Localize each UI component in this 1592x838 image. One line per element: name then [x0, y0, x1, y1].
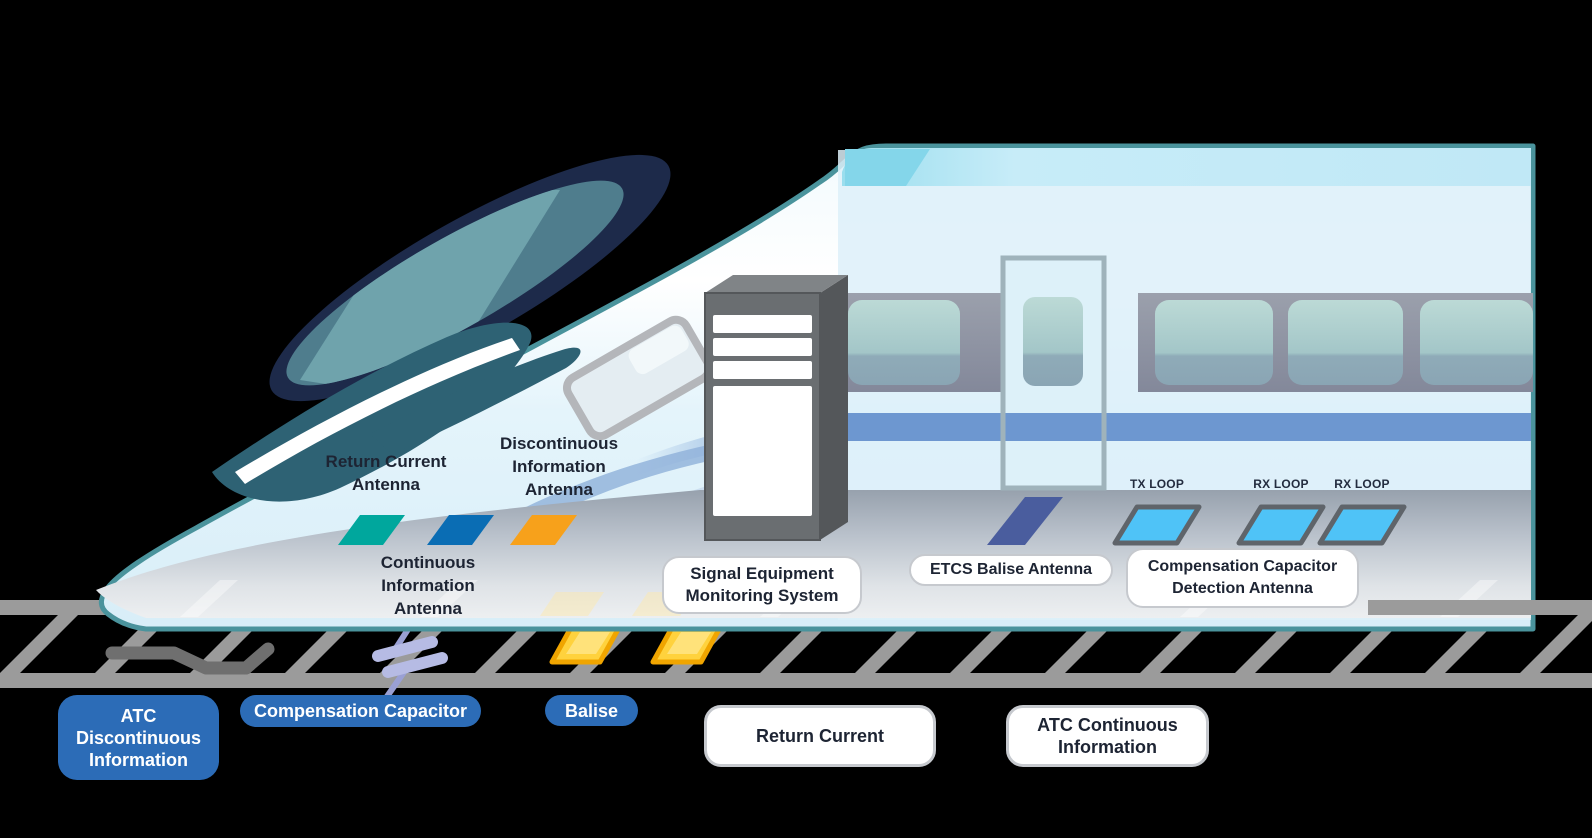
- rail-bottom: [0, 673, 1592, 688]
- compensation-capacitor-legend: Compensation Capacitor: [240, 695, 481, 727]
- roof-band: [842, 148, 1531, 186]
- atc-continuous-information-legend: ATC Continuous Information: [1006, 705, 1209, 767]
- signal-equipment-cabinet: [704, 275, 848, 541]
- return-current-antenna-icon: [338, 515, 405, 545]
- rx-loop-label: RX LOOP: [1253, 477, 1309, 491]
- return-current-cable-icon: [105, 642, 275, 675]
- rx-loop-label: RX LOOP: [1334, 477, 1390, 491]
- nose-panel: [212, 322, 581, 502]
- balise-legend: Balise: [545, 695, 638, 726]
- rx-loop-icon: [1236, 504, 1326, 546]
- door: [1000, 255, 1107, 491]
- tx-loop-label: TX LOOP: [1129, 477, 1185, 491]
- nose-side-window: [563, 315, 713, 441]
- tx-loop-icon: [1112, 504, 1202, 546]
- return-current-antenna-label: Return Current Antenna: [325, 452, 447, 494]
- etcs-balise-antenna-box: ETCS Balise Antenna: [909, 554, 1113, 586]
- windshield: [269, 154, 671, 402]
- balise-icon: [549, 621, 624, 665]
- window: [848, 300, 960, 385]
- window: [1420, 300, 1533, 385]
- window: [1288, 300, 1403, 385]
- side-stripe: [838, 413, 1531, 441]
- window: [1155, 300, 1273, 385]
- signal-equipment-monitoring-system-box: Signal Equipment Monitoring System: [662, 556, 862, 614]
- discontinuous-information-antenna-icon: [427, 515, 494, 545]
- compensation-capacitor-detection-antenna-box: Compensation Capacitor Detection Antenna: [1126, 548, 1359, 608]
- rail-top-front: [1368, 600, 1592, 615]
- etcs-balise-antenna-icon: [987, 497, 1063, 545]
- rx-loop-icon: [1317, 504, 1407, 546]
- discontinuous-information-antenna-label: Discontinuous Information Antenna: [499, 434, 619, 499]
- return-current-legend: Return Current: [704, 705, 936, 767]
- continuous-information-antenna-icon: [510, 515, 577, 545]
- atc-discontinuous-information-legend: ATC Discontinuous Information: [58, 695, 219, 780]
- continuous-information-antenna-label: Continuous Information Antenna: [380, 553, 476, 618]
